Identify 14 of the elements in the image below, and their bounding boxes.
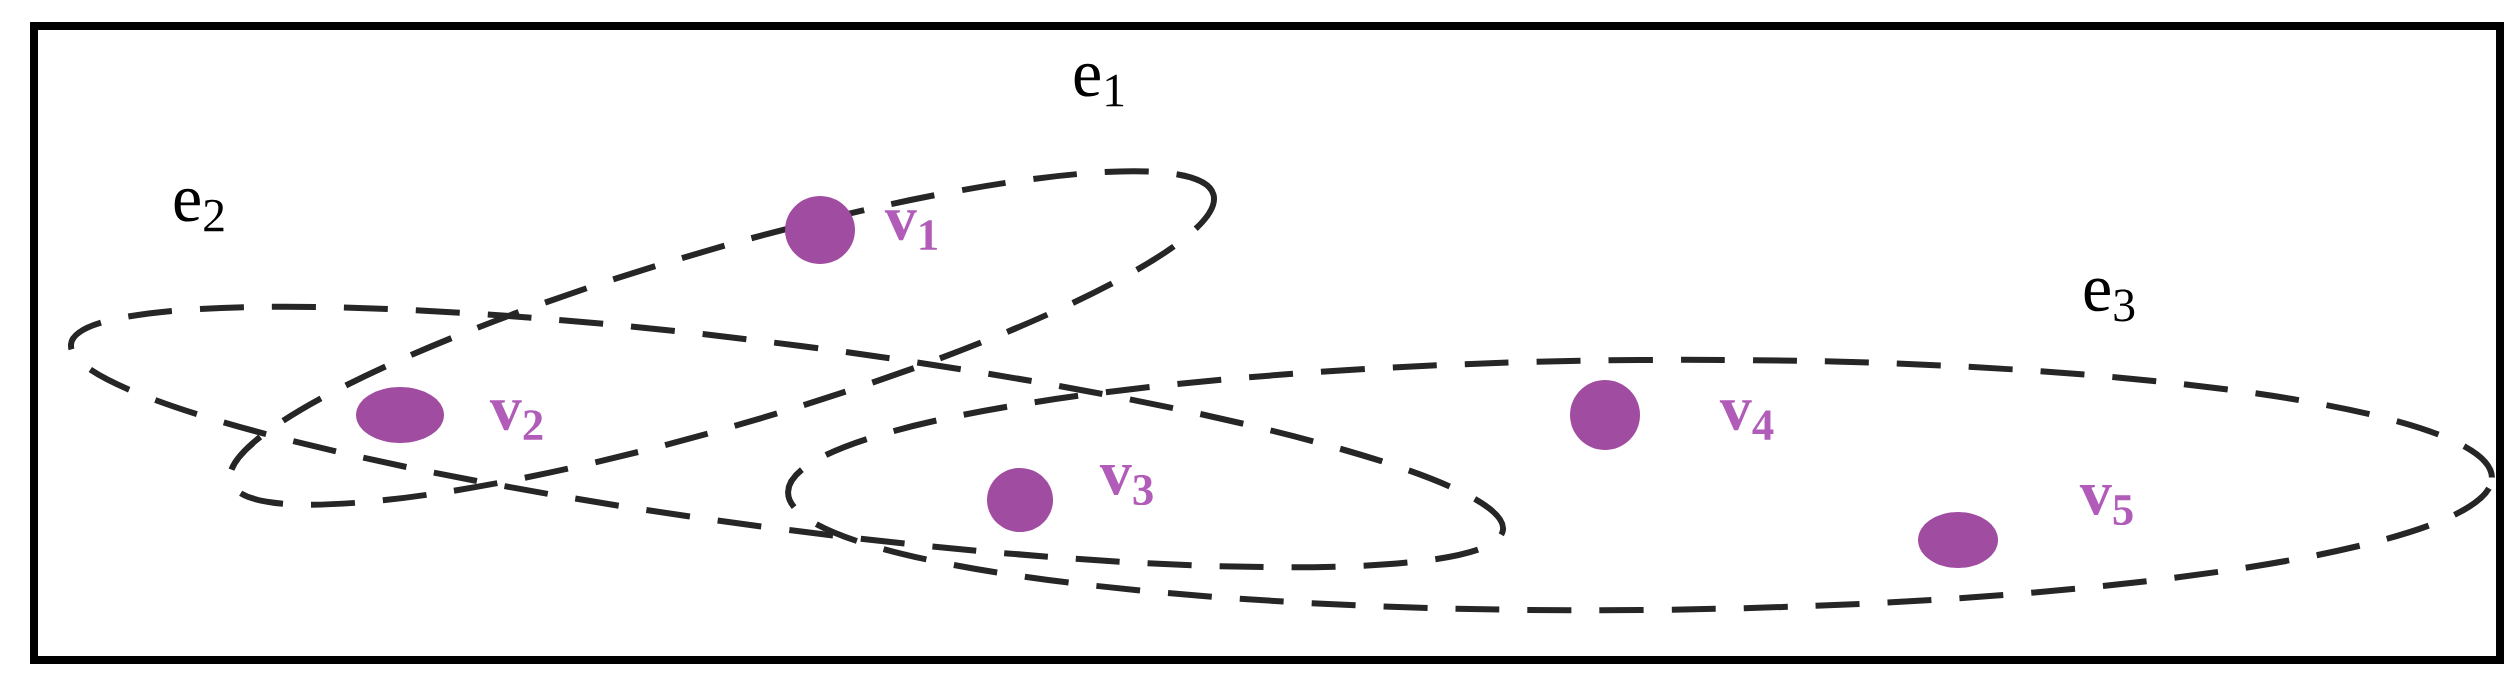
vertex-label: v$_{1}$	[884, 210, 937, 250]
vertex-dot	[785, 196, 855, 264]
vertex-dot	[987, 468, 1053, 532]
vertex-dot	[1918, 512, 1998, 568]
vertex-label: v$_{5}$	[2079, 484, 2133, 526]
vertex-label: v$_{3}$	[1099, 464, 1153, 506]
hyperedge-label: e$_{2}$	[174, 188, 224, 232]
vertex-label: v$_{4}$	[1719, 400, 1774, 440]
vertex-label: v$_{2}$	[489, 400, 543, 440]
vertex-dot	[356, 387, 444, 443]
hyperedge-label: e$_{3}$	[2084, 278, 2135, 322]
hyperedge-label: e$_{1}$	[1074, 63, 1124, 107]
dashed-ellipse	[785, 357, 2495, 613]
vertex-dot	[1570, 380, 1640, 450]
